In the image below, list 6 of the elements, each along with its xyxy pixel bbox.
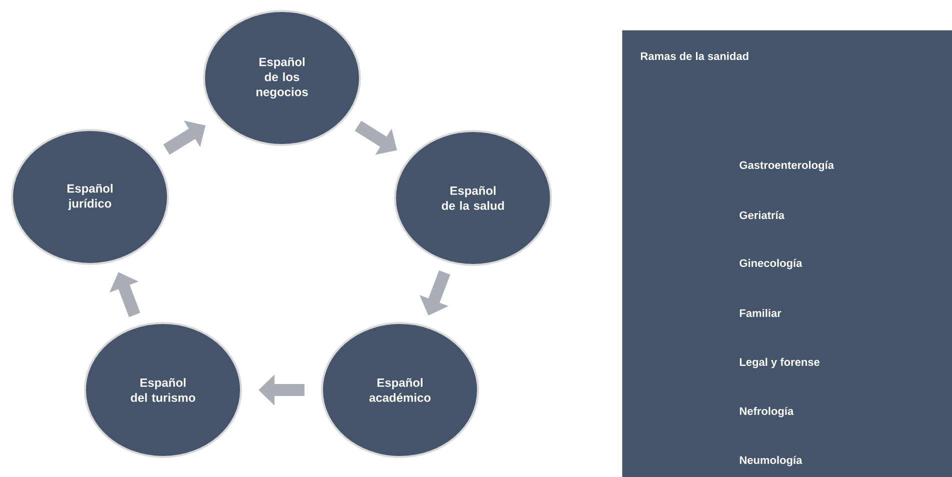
circle-node: Español jurídico bbox=[11, 129, 169, 265]
circle-node: Español de los negocios bbox=[203, 10, 361, 146]
circle-node: Español de la salud bbox=[394, 130, 552, 266]
circle-node: Español académico bbox=[321, 322, 479, 458]
list-panel: Ramas de la sanidad Gastroenterología Geriatría Ginecología Familiar Legal y forense Nefrología Neumología bbox=[622, 30, 952, 477]
circle-node: Español del turismo bbox=[84, 322, 242, 458]
